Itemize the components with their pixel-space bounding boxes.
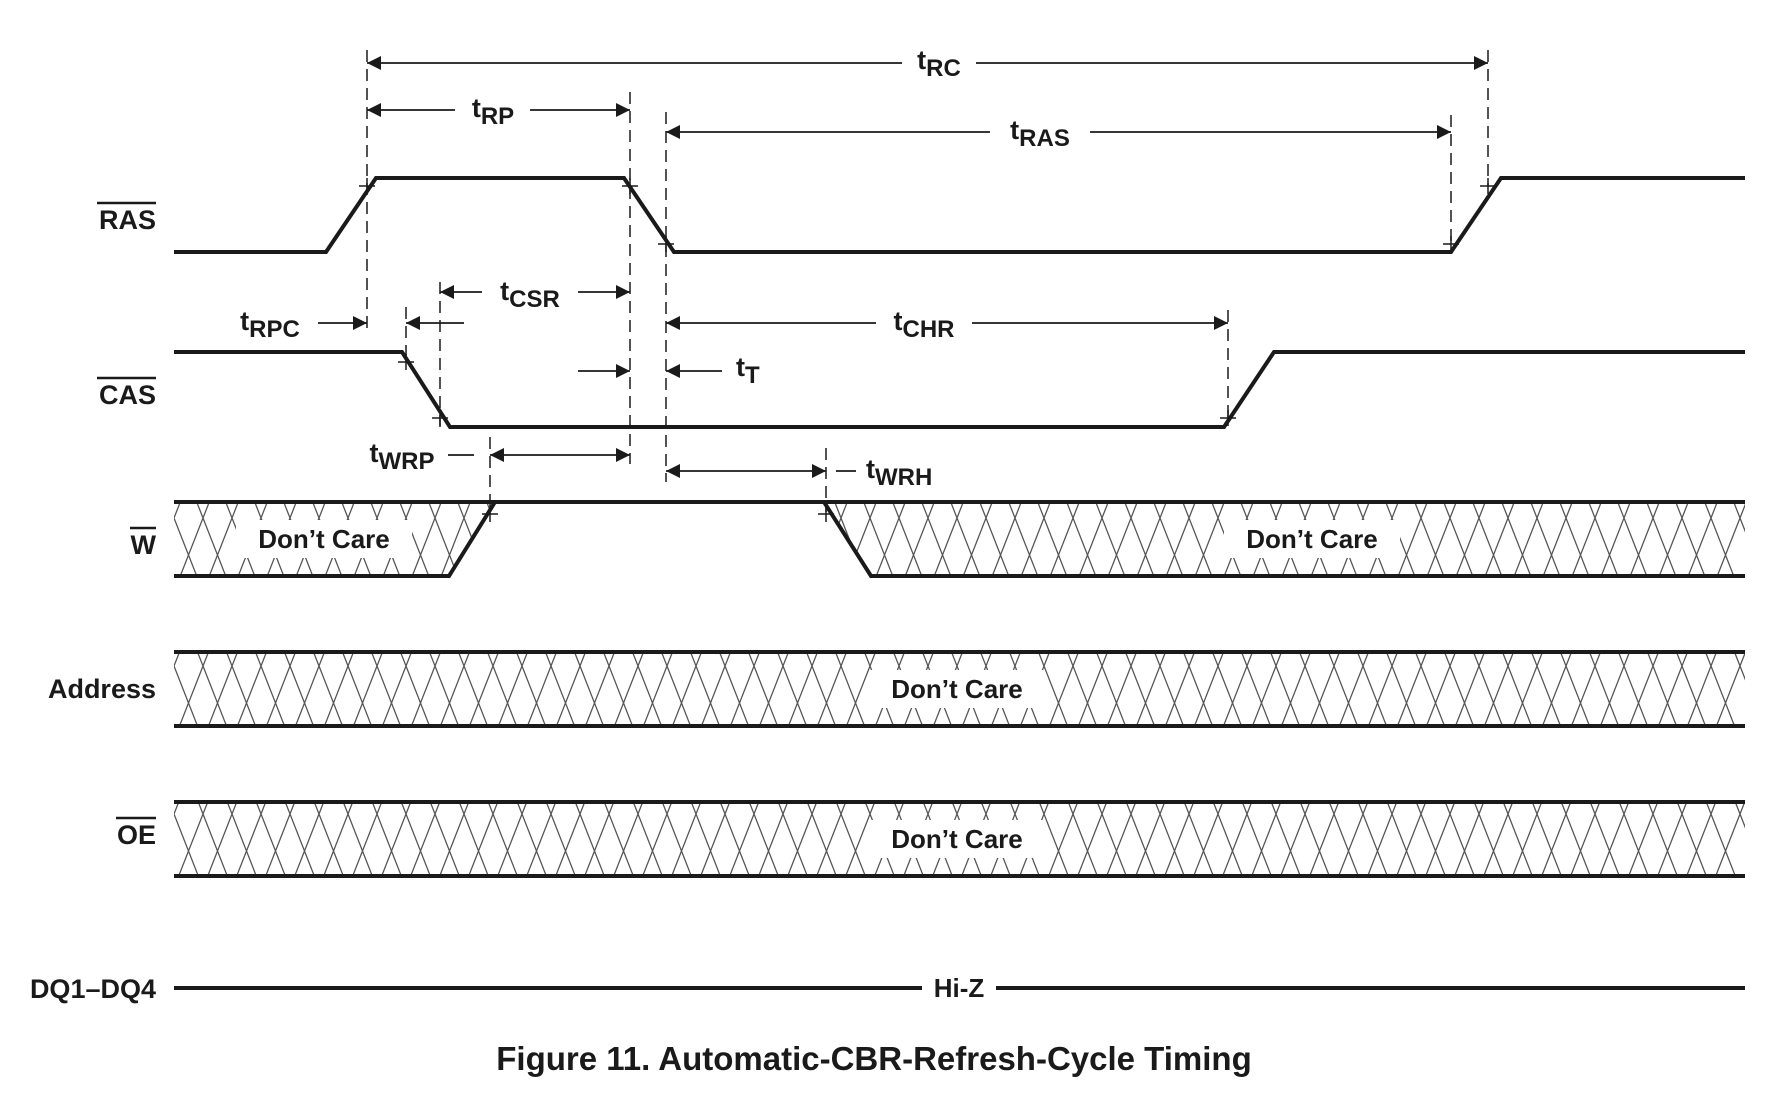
ras-waveform [174,176,1745,254]
timing-labels: tRC tRP tRAS tCSR tRPC tCHR tT tWRP tWRH [240,45,1070,491]
tras-label: tRAS [1010,115,1070,152]
oe-dont-care-text: Don’t Care [891,824,1022,854]
w-dont-care-right-bg [1224,520,1400,558]
w-dont-care-left-bg [236,520,412,558]
tick-ras-rise-bottom [1443,236,1459,252]
signal-labels: RAS CAS W Address OE DQ1–DQ4 [30,201,157,1004]
tick-cas-fall-top [398,354,414,370]
tick-cas-fall-bottom [432,410,448,426]
oe-dont-care-bg [869,820,1045,858]
w-dont-care-left-text: Don’t Care [258,524,389,554]
tcsr-label: tCSR [500,276,560,313]
tchr-label: tCHR [894,306,955,343]
crossing-ticks [359,178,1496,522]
tick-ras-fall-bottom [658,236,674,252]
trp-label: tRP [472,93,514,130]
oe-signal-label: OE [117,820,156,850]
ras-signal-label: RAS [99,205,156,235]
address-dont-care-bg [869,670,1045,708]
waveforms [174,176,1745,990]
tick-w-fall [818,506,834,522]
trc-label: tRC [917,45,961,82]
timing-arrows [318,56,1488,478]
reference-lines [366,50,1489,514]
tick-w-rise [482,506,498,522]
tick-ras-rise-top [1480,178,1496,194]
figure-caption: Figure 11. Automatic-CBR-Refresh-Cycle T… [496,1040,1251,1077]
w-signal-label: W [131,530,157,560]
twrh-label: tWRH [866,454,932,491]
tick-ras-fall-top [622,178,638,194]
cas-signal-label: CAS [99,380,156,410]
cas-waveform [174,350,1745,429]
address-dont-care-text: Don’t Care [891,674,1022,704]
dq-signal-label: DQ1–DQ4 [30,974,156,1004]
trpc-label: tRPC [240,306,300,343]
state-labels: Don’t Care Don’t Care Don’t Care Don’t C… [236,520,1400,1003]
tick-ras-rise [359,178,375,194]
tt-label: tT [736,352,760,389]
tick-cas-rise [1220,410,1236,426]
dq-hiz-text: Hi-Z [934,973,985,1003]
address-signal-label: Address [48,674,156,704]
w-dont-care-right-text: Don’t Care [1246,524,1377,554]
twrp-label: tWRP [370,438,435,475]
